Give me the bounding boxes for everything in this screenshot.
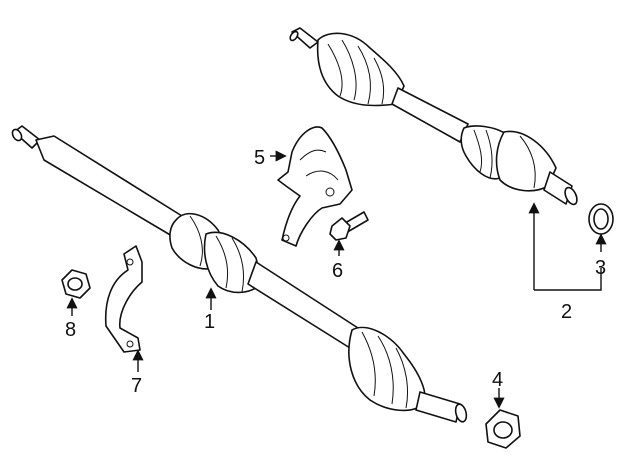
callout-7: 7 <box>131 375 142 397</box>
support-bracket[interactable] <box>104 245 143 353</box>
bolt[interactable] <box>329 211 369 241</box>
callout-6: 6 <box>332 260 343 282</box>
washer[interactable] <box>588 203 614 235</box>
callout-8: 8 <box>65 319 76 341</box>
hex-nut[interactable] <box>61 269 91 299</box>
axle-nut[interactable] <box>485 409 521 449</box>
leader-lines <box>66 150 607 409</box>
heat-shield-bracket[interactable] <box>277 126 353 247</box>
callout-5: 5 <box>254 147 265 169</box>
callout-2: 2 <box>561 301 572 323</box>
callout-1: 1 <box>204 311 215 333</box>
callout-3: 3 <box>595 257 606 279</box>
callout-4: 4 <box>492 369 503 391</box>
lower-axle-shaft[interactable] <box>11 125 469 423</box>
upper-axle-shaft[interactable] <box>289 27 580 206</box>
